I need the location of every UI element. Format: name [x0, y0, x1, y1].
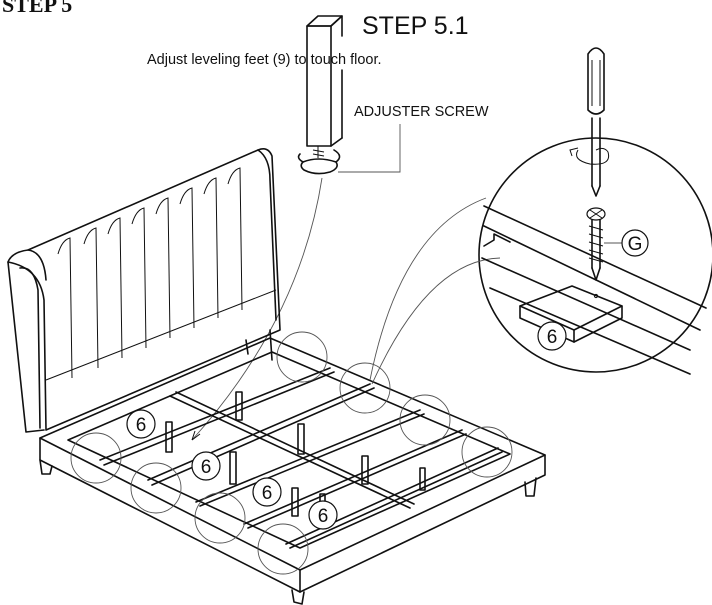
svg-text:6: 6	[262, 483, 273, 504]
slat-badge-3: 6	[252, 477, 282, 507]
slat-badge-2: 6	[191, 451, 221, 481]
headboard	[7, 148, 281, 433]
svg-text:6: 6	[201, 457, 212, 478]
screw-icon	[586, 207, 624, 281]
screwdriver-icon	[569, 47, 610, 197]
screw-location-markers	[70, 331, 513, 575]
hardware-badge-g: G	[621, 229, 649, 257]
svg-text:6: 6	[136, 415, 147, 436]
svg-text:6: 6	[318, 506, 329, 527]
bed-frame	[39, 337, 546, 605]
svg-text:6: 6	[547, 327, 558, 348]
detail-magnifier	[369, 137, 712, 385]
leveling-foot-icon	[297, 15, 343, 175]
instruction-text: Adjust leveling feet (9) to touch floor.	[147, 52, 382, 68]
slat-badge-4: 6	[308, 500, 338, 530]
svg-text:G: G	[628, 234, 643, 255]
slat-badge-detail: 6	[537, 321, 567, 351]
slat-badge-1: 6	[126, 409, 156, 439]
step-title: STEP 5.1	[362, 12, 469, 40]
adjuster-screw-label: ADJUSTER SCREW	[354, 104, 489, 120]
step-header-partial: STEP 5	[2, 0, 72, 17]
